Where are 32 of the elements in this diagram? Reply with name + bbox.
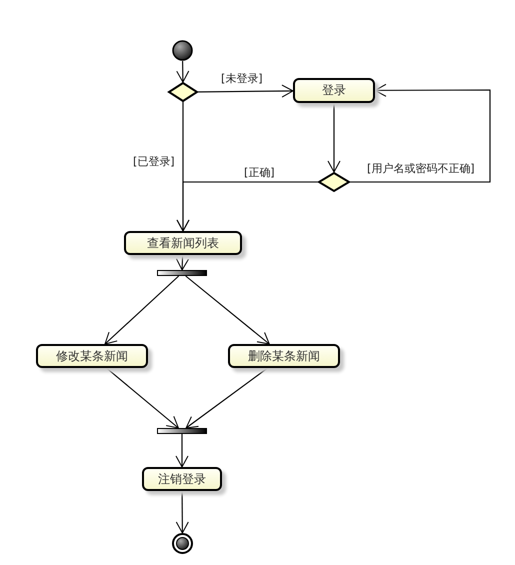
action-label: 修改某条新闻 [56, 348, 128, 364]
edge-label: [正确] [243, 166, 276, 179]
arrow [176, 61, 190, 83]
arrow [176, 254, 189, 270]
action-label: 注销登录 [158, 470, 206, 488]
action-label: 删除某条新闻 [248, 348, 320, 364]
action-box [293, 78, 375, 103]
fork-bar [157, 428, 207, 434]
decision-diamond [168, 82, 198, 102]
arrow [186, 368, 268, 428]
action-label: 登录 [322, 82, 346, 99]
arrow [176, 491, 189, 534]
arrow [176, 181, 318, 232]
edge-label: [已登录] [132, 155, 176, 168]
action-box [142, 467, 222, 491]
edge-label: [未登录] [220, 72, 264, 85]
arrow [104, 276, 180, 344]
action-box [124, 231, 242, 255]
arrow [176, 434, 188, 468]
decision-diamond [318, 172, 350, 192]
arrow [198, 84, 294, 98]
final-node [172, 533, 193, 554]
arrow [106, 368, 179, 428]
initial-node [172, 40, 193, 61]
action-box [36, 344, 148, 368]
fork-bar [157, 270, 207, 276]
arrow [328, 103, 340, 172]
arrow [350, 84, 491, 183]
action-label: 查看新闻列表 [147, 234, 219, 252]
arrow [185, 276, 270, 344]
action-box [228, 344, 340, 368]
edge-label: [用户名或密码不正确] [366, 162, 476, 175]
